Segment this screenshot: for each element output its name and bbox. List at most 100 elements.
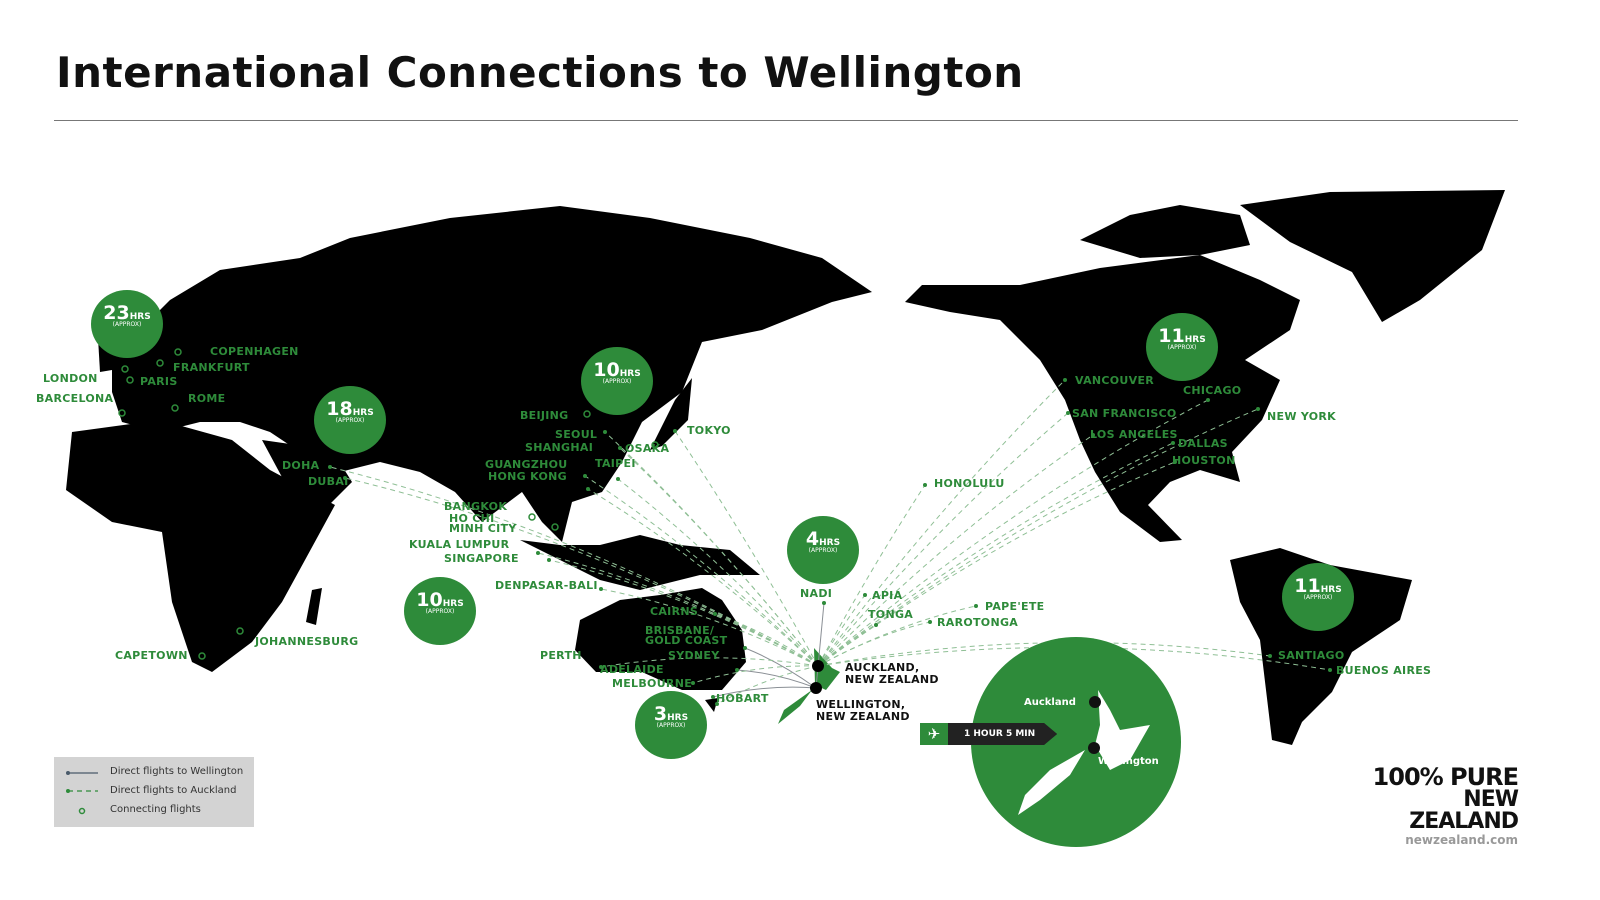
duration-note: (APPROX) [808,547,838,554]
arabia [262,440,352,512]
marker-seoul [603,430,607,434]
city-label-los-angeles: LOS ANGELES [1090,428,1178,441]
marker-rome [171,404,179,412]
route-sydney [736,669,817,689]
legend-connecting: Connecting flights [110,804,201,815]
city-label-hobart: HOBART [716,692,769,705]
duration-unit: HRS [619,369,641,379]
city-label-dubai: DUBAI [308,475,349,488]
domestic-duration: 1 HOUR 5 MIN [948,723,1058,745]
duration-note: (APPROX) [602,378,632,385]
madagascar [306,588,322,625]
nz-north-island [814,648,840,690]
city-label-new-york: NEW YORK [1267,410,1337,423]
city-markers [118,348,1332,706]
duration-bubble-europe: 23HRS(APPROX) [91,290,163,358]
city-label-vancouver: VANCOUVER [1075,374,1155,387]
duration-value: 18 [326,398,353,420]
auckland-label: AUCKLAND, NEW ZEALAND [845,661,939,686]
logo-line1: 100% PURE [1372,763,1519,791]
marker-denpasar [599,587,603,591]
city-label-cairns: CAIRNS [650,605,699,618]
duration-note: (APPROX) [1303,594,1333,601]
duration-bubble-middle-east: 18HRS(APPROX) [314,386,386,454]
logo-url[interactable]: newzealand.com [1405,833,1518,847]
city-label-hong-kong: HONG KONG [488,470,567,483]
city-label-melbourne: MELBOURNE [612,677,693,690]
marker-rarotonga [928,620,932,624]
route-chicago [817,399,1209,667]
route-guangzhou [584,475,819,667]
city-label-adelaide: ADELAIDE [600,663,664,676]
route-nadi [815,602,825,689]
city-label-papeete: PAPE'ETE [985,600,1045,613]
south-america [1230,548,1412,745]
city-label-nadi: NADI [800,587,833,600]
marker-brisbane [743,646,747,650]
city-label-ho-chi-minh: HO CHI MINH CITY [449,512,517,535]
duration-unit: HRS [352,408,374,418]
duration-note: (APPROX) [112,321,142,328]
city-label-beijing: BEIJING [520,409,569,422]
route-doha [329,466,819,667]
city-label-houston: HOUSTON [1172,454,1236,467]
auckland-hub-marker [812,660,824,672]
marker-paris [126,376,134,384]
route-singapore [548,559,819,667]
marker-shanghai [618,446,622,450]
japan [650,378,692,450]
airplane-icon: ✈ [920,723,948,745]
duration-unit: HRS [667,713,689,723]
marker-london [121,365,129,373]
marker-vancouver [1063,378,1067,382]
city-label-singapore: SINGAPORE [444,552,519,565]
duration-note: (APPROX) [656,722,686,729]
brand-logo: 100% PURE NEW ZEALAND newzealand.com [1368,763,1519,847]
duration-value: 11 [1294,575,1321,597]
city-label-barcelona: BARCELONA [36,392,114,405]
marker-sydney [735,668,739,672]
city-label-capetown: CAPETOWN [115,649,188,662]
duration-unit: HRS [1320,585,1342,595]
duration-bubble-south-america: 11HRS(APPROX) [1282,563,1354,631]
page-title: International Connections to Wellington [56,48,1024,97]
marker-singapore [547,558,551,562]
marker-tonga [874,623,878,627]
route-taipei [617,478,819,667]
legend-wellington: Direct flights to Wellington [110,766,244,777]
marker-barcelona [118,409,126,417]
duration-value: 3 [653,703,668,725]
city-label-kuala-lumpur: KUALA LUMPUR [409,538,510,551]
city-label-denpasar: DENPASAR-BALI [495,579,598,592]
inset-auckland-label: Auckland [1024,697,1076,708]
arctic-islands [1080,205,1250,258]
duration-unit: HRS [1184,335,1206,345]
inset-wellington-label: Wellington [1098,756,1159,767]
greenland [1240,190,1505,322]
legend-symbols [66,771,98,815]
marker-beijing [583,410,591,418]
marker-kuala-lumpur [536,551,540,555]
route-papeete [817,605,977,667]
city-label-rome: ROME [188,392,226,405]
city-label-buenos-aires: BUENOS AIRES [1336,664,1432,677]
city-label-rarotonga: RAROTONGA [937,616,1019,629]
city-label-seoul: SEOUL [555,428,598,441]
marker-johannesburg [236,627,244,635]
city-label-guangzhou: GUANGZHOU [485,458,568,471]
marker-buenos-aires [1328,668,1332,672]
flight-routes [329,379,1331,705]
duration-value: 11 [1158,325,1185,347]
route-adelaide [692,665,819,684]
route-dubai [344,477,819,667]
marker-copenhagen [174,348,182,356]
marker-apia [863,593,867,597]
duration-note: (APPROX) [425,608,455,615]
wellington-hub-marker [810,682,822,694]
duration-unit: HRS [442,599,464,609]
duration-value: 10 [593,359,620,381]
city-label-copenhagen: COPENHAGEN [210,345,299,358]
marker-frankfurt [156,359,164,367]
duration-bubble-north-america: 11HRS(APPROX) [1146,313,1218,381]
